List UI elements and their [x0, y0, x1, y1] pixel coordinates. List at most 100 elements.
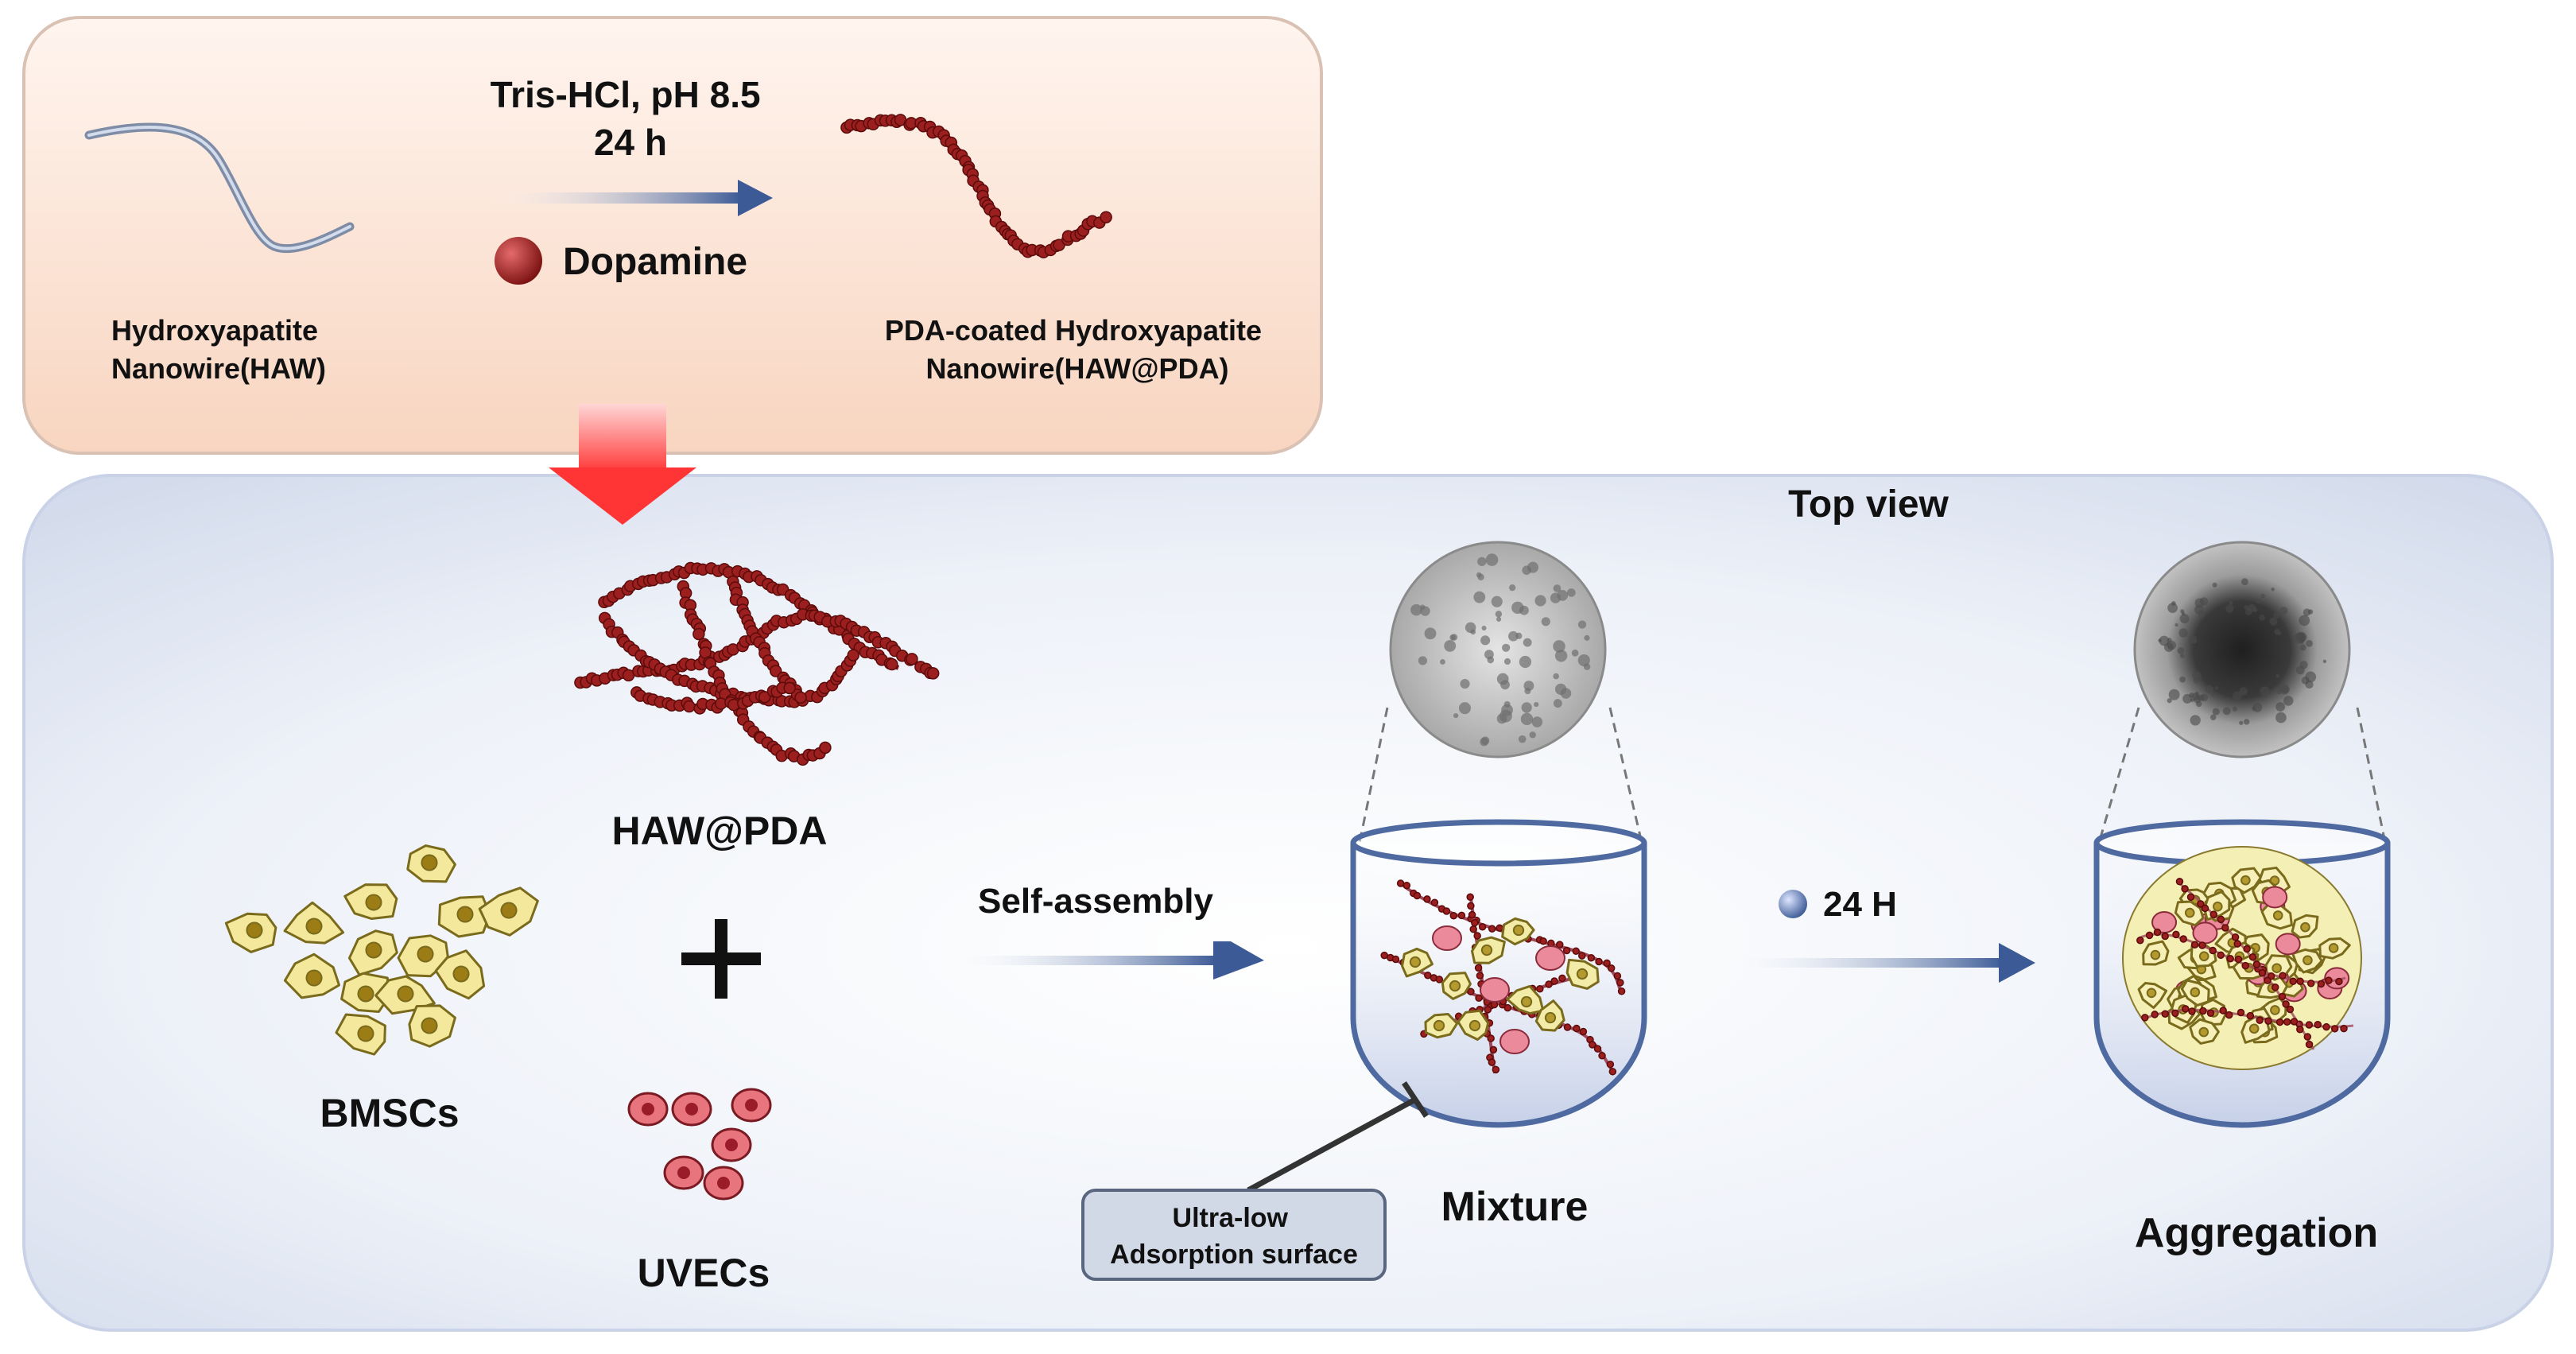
mixture-particle	[1553, 640, 1565, 653]
reaction-conditions: Tris-HCl, pH 8.5 24 h	[491, 74, 771, 163]
aggregation-particle	[2295, 665, 2305, 675]
pda-bead	[1555, 941, 1564, 949]
pda-bead	[2278, 992, 2287, 1001]
mixture-particle	[1519, 655, 1532, 669]
haw-pda-label: HAW@PDA	[612, 809, 828, 853]
pda-bead	[2237, 1008, 2245, 1017]
mixture-particle	[1554, 650, 1568, 662]
pda-bead	[2171, 1009, 2179, 1018]
aggregation-particle	[2275, 702, 2286, 712]
mixture-bmsc	[1401, 947, 1433, 978]
mixture-particle	[1499, 709, 1512, 723]
pda-bead	[2175, 878, 2184, 886]
pda-bead	[2141, 1014, 2149, 1022]
bmsc-cell	[335, 1013, 386, 1056]
pda-bead	[794, 691, 807, 704]
aggregate-uvec	[2262, 886, 2288, 909]
mixture-particle	[1480, 635, 1491, 646]
bmsc-cell	[347, 929, 398, 976]
aggregation-particle	[2252, 702, 2263, 712]
haw-label-line-1: Hydroxyapatite	[111, 314, 318, 347]
aggregate-bmsc	[2231, 867, 2262, 894]
aggregation-particle	[2243, 719, 2250, 725]
mixture-particle	[1491, 596, 1503, 607]
mixture-bmsc	[1565, 958, 1600, 990]
pda-bead	[1613, 972, 1622, 980]
aggregation-particle	[2281, 685, 2289, 693]
plus-icon	[681, 919, 761, 999]
pda-bead	[2198, 941, 2206, 949]
aggregation-particle	[2322, 659, 2327, 663]
pda-bead	[2264, 1017, 2272, 1025]
pda-bead	[2305, 1021, 2314, 1029]
top-panel: Hydroxyapatite Nanowire(HAW) Tris-HCl, p…	[22, 16, 1323, 455]
pda-bead	[2317, 980, 2326, 988]
pda-bead	[906, 653, 918, 665]
pda-bead	[1413, 891, 1422, 900]
aggregation-particle	[2208, 688, 2213, 693]
aggregation-particle	[2299, 640, 2304, 644]
aggregation-particle	[2307, 609, 2314, 615]
pda-bead	[2172, 930, 2180, 939]
aggregation-particle	[2232, 691, 2242, 701]
uvec-nucleus	[677, 1166, 690, 1179]
pda-bead	[2161, 932, 2169, 941]
mixture-particle	[1484, 650, 1494, 660]
aggregation-particle	[2179, 614, 2190, 624]
aggregation-particle	[2256, 599, 2261, 604]
bmsc-cell	[406, 844, 456, 883]
pda-bead	[1430, 898, 1439, 906]
mixture-particle	[1440, 659, 1445, 665]
mixture-uvec	[1432, 925, 1462, 951]
aggregation-particle	[2275, 712, 2287, 724]
pda-coated-nanowire-icon	[840, 114, 1112, 258]
aggregate-wire	[2178, 881, 2315, 1050]
pda-bead	[2296, 977, 2304, 986]
pda-bead	[1607, 964, 1616, 972]
pda-bead	[2264, 976, 2271, 984]
mixture-bmsc	[1424, 1013, 1459, 1039]
aggregation-particle	[2232, 706, 2237, 712]
aggregation-particle	[2209, 714, 2217, 720]
aggregation-particle	[2273, 612, 2280, 619]
mixture-particle	[1521, 702, 1532, 713]
aggregation-particle	[2229, 600, 2233, 604]
aggregate-bmsc	[2291, 948, 2323, 974]
pda-bead	[1562, 946, 1571, 955]
bmscs-label: BMSCs	[320, 1091, 459, 1135]
aggregate-bmsc	[2180, 979, 2210, 1007]
pda-bead	[2335, 977, 2343, 986]
aggregation-particle	[2239, 687, 2248, 696]
aggregation-particle	[2305, 680, 2314, 689]
condition-line-2: 24 h	[594, 122, 667, 163]
haw-label-line-2: Nanowire(HAW)	[111, 352, 326, 385]
pda-bead	[2153, 928, 2162, 937]
mixture-particle	[1567, 588, 1576, 597]
time-label: 24 H	[1823, 885, 1897, 924]
pda-bead	[1468, 910, 1476, 919]
pda-bead	[2290, 1018, 2299, 1026]
pda-bead	[1423, 895, 1431, 903]
mixture-bmsc	[1470, 936, 1506, 964]
bmsc-cell	[437, 895, 491, 938]
mixture-particle	[1523, 638, 1532, 647]
pda-bead	[2325, 976, 2333, 984]
pda-bead	[2233, 940, 2242, 948]
pda-bead	[1100, 211, 1112, 223]
pda-bead	[1476, 972, 1484, 980]
mixture-particle	[1485, 553, 1499, 566]
pda-bead	[1492, 1065, 1500, 1074]
pda-bead	[926, 667, 940, 680]
pda-bead	[886, 658, 898, 671]
aggregation-particle	[2178, 628, 2188, 638]
pda-bead	[2282, 1000, 2290, 1008]
pda-bead	[1488, 925, 1496, 933]
pda-bead	[1467, 987, 1475, 995]
mixture-particle	[1495, 611, 1503, 618]
pda-bead	[1588, 1041, 1596, 1049]
mixture-particle	[1418, 656, 1428, 665]
product-label: PDA-coated Hydroxyapatite Nanowire(HAW@P…	[885, 314, 1270, 385]
pda-bead	[2221, 924, 2229, 932]
pda-bead	[1467, 902, 1475, 910]
pda-bead	[1539, 937, 1547, 945]
